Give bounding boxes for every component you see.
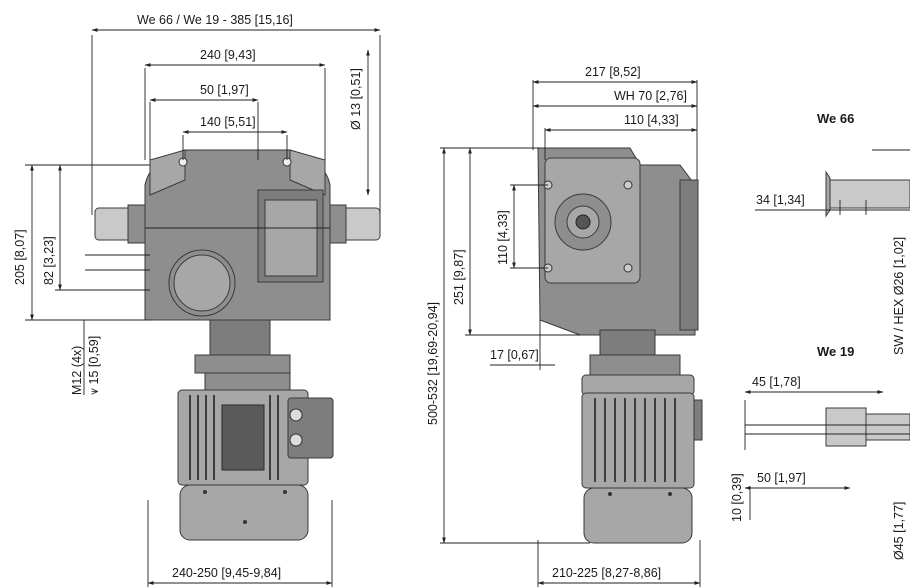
we19-length-b: 50 [1,97] <box>757 471 806 485</box>
we19-detail: We 19 45 [1,78] 50 [1,97] 10 [0,39] Ø45 … <box>730 344 910 560</box>
dim-thread-depth: ⩛ 15 [0,59] <box>87 336 101 395</box>
dim-height-total: 205 [8,07] <box>13 229 27 285</box>
we19-length-a: 45 [1,78] <box>752 375 801 389</box>
dim-wh: WH 70 [2,76] <box>614 89 687 103</box>
we66-length: 34 [1,34] <box>756 193 805 207</box>
dim-bolt-vertical: 110 [4,33] <box>496 210 510 265</box>
side-motor <box>581 374 703 544</box>
dim-base-offset: 17 [0,67] <box>490 348 539 362</box>
front-gearbox-body <box>94 149 381 374</box>
dim-bolt-spacing-a: 50 [1,97] <box>200 83 249 97</box>
dim-flange-height: 251 [9,87] <box>452 249 466 305</box>
we19-dia-large: Ø45 [1,77] <box>892 502 906 560</box>
dim-depth: 217 [8,52] <box>585 65 641 79</box>
dim-offset: 110 [4,33] <box>624 113 679 127</box>
we66-detail: We 66 34 [1,34] SW / HEX Ø26 [1,02] <box>755 111 910 355</box>
front-motor <box>177 372 334 541</box>
front-dimension-lines <box>25 28 381 587</box>
we66-title: We 66 <box>817 111 854 126</box>
dim-motor-width: 240-250 [9,45-9,84] <box>172 566 281 580</box>
dim-flange-width: 240 [9,43] <box>200 48 256 62</box>
front-view: We 66 / We 19 - 385 [15,16] 240 [9,43] 5… <box>13 13 381 587</box>
side-gearbox-body <box>537 147 699 376</box>
side-dimension-lines <box>440 80 701 587</box>
dim-overall-width: We 66 / We 19 - 385 [15,16] <box>137 13 293 27</box>
dim-motor-depth: 210-225 [8,27-8,86] <box>552 566 661 580</box>
dim-bore-diameter: Ø 13 [0,51] <box>349 68 363 130</box>
dim-height-axis: 82 [3,23] <box>42 236 56 285</box>
we19-title: We 19 <box>817 344 854 359</box>
we66-hex: SW / HEX Ø26 [1,02] <box>892 237 906 355</box>
we19-dia-small: 10 [0,39] <box>730 473 744 522</box>
side-view: 217 [8,52] WH 70 [2,76] 110 [4,33] 251 [… <box>426 65 703 587</box>
dim-bolt-spacing-b: 140 [5,51] <box>200 115 256 129</box>
dim-total-height: 500-532 [19,69-20,94] <box>426 302 440 425</box>
dim-thread-spec: M12 (4x) <box>70 346 84 395</box>
